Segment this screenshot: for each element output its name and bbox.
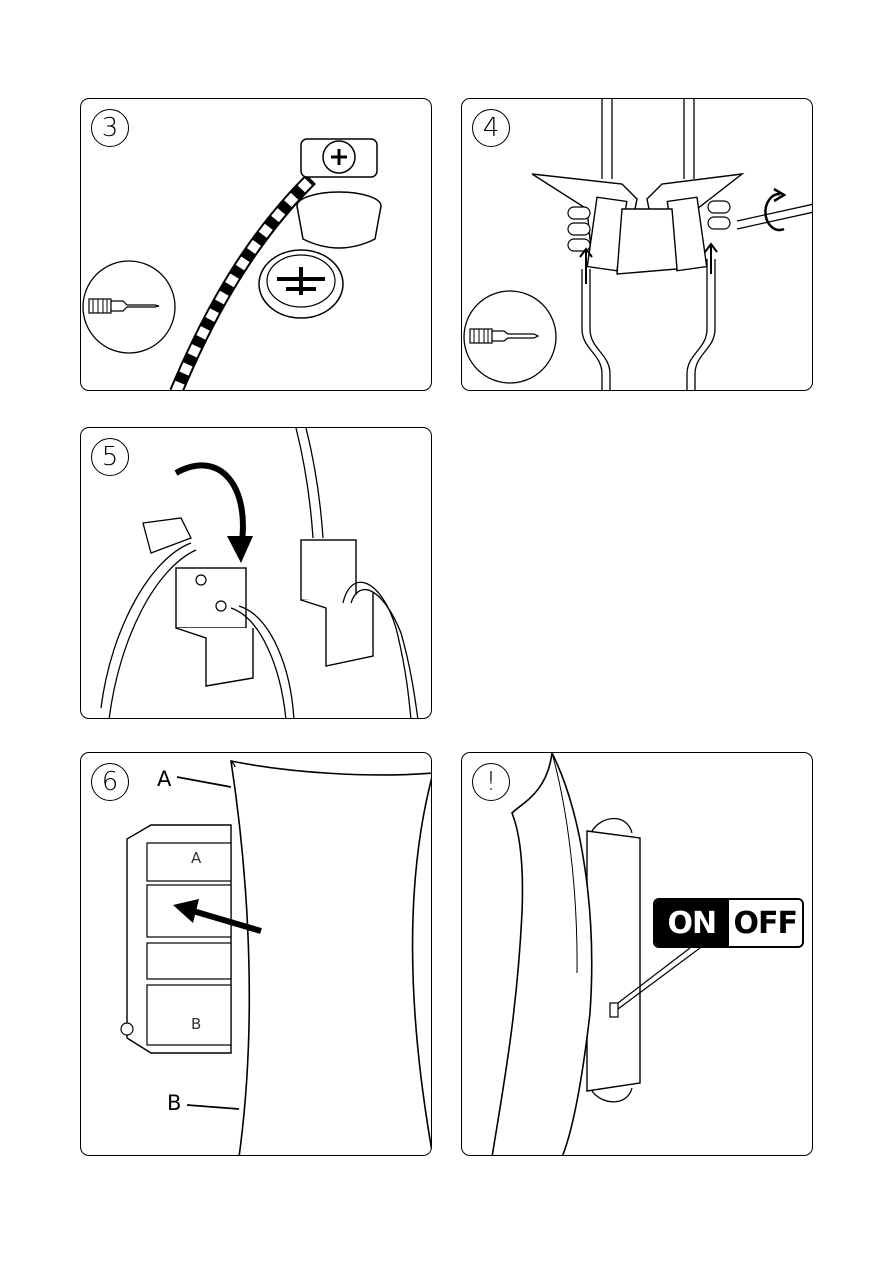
- rotate-arrow-icon: [765, 189, 784, 230]
- warning-step-panel: ! ON OFF: [461, 752, 813, 1156]
- curved-arrow-icon: [176, 465, 253, 563]
- step-6-panel: 6 A B A B: [80, 752, 432, 1156]
- switch-off-label: OFF: [729, 900, 803, 946]
- step-4-illustration: [462, 99, 813, 391]
- slot-a-label: A: [191, 849, 201, 867]
- step-5-panel: 5: [80, 427, 432, 719]
- on-off-switch: ON OFF: [653, 898, 804, 948]
- step-4-panel: 4: [461, 98, 813, 391]
- step-3-panel: 3: [80, 98, 432, 391]
- step-5-illustration: [81, 428, 432, 719]
- step-6-illustration: [81, 753, 432, 1156]
- slot-b-label: B: [191, 1015, 201, 1033]
- step-3-illustration: [81, 99, 432, 391]
- switch-on-label: ON: [655, 900, 729, 946]
- warning-illustration: [462, 753, 813, 1156]
